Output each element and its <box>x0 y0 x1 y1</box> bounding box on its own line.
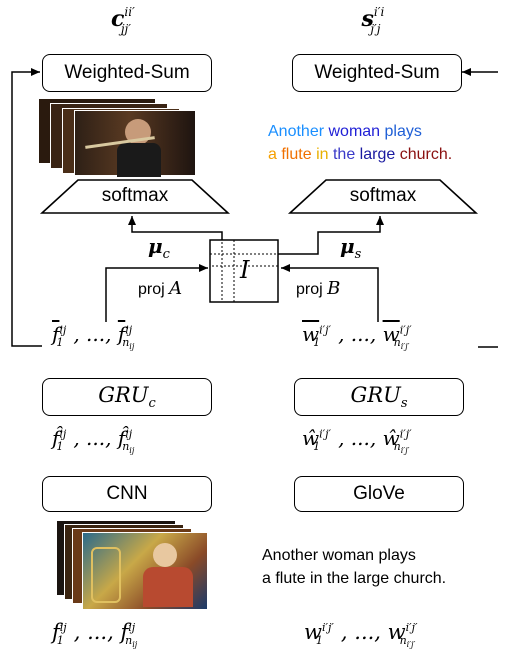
mu-c-label: μc <box>148 234 170 262</box>
gru-s-box: GRUs <box>294 378 464 416</box>
right-weighted-sum-box: Weighted-Sum <box>292 54 462 92</box>
left-weighted-sum-label: Weighted-Sum <box>64 62 190 83</box>
matrix-i-label: I <box>240 256 250 284</box>
right-softmax-shape <box>287 179 479 214</box>
right-weighted-sum-label: Weighted-Sum <box>314 62 440 83</box>
right-softmax-label: softmax <box>349 185 417 206</box>
word-church: church. <box>399 146 453 163</box>
proj-b-arrow <box>281 264 379 322</box>
input-sentence: Another woman plays a flute in the large… <box>262 544 446 590</box>
matrix-column-highlight <box>221 239 235 303</box>
word-a: a <box>268 146 277 163</box>
attention-matrix <box>209 239 279 303</box>
word-large: large <box>359 146 396 163</box>
left-weighted-sum-box: Weighted-Sum <box>42 54 212 92</box>
glove-label: GloVe <box>353 483 405 504</box>
sentence-input-words: wi′j′1, ..., wi′j′ni′j′ <box>304 620 418 650</box>
left-softmax-shape <box>39 179 231 214</box>
left-softmax-label: softmax <box>101 185 169 206</box>
colored-sentence: Another woman plays a flute in the large… <box>268 120 452 166</box>
glove-box: GloVe <box>294 476 464 512</box>
sentence-gru-features: wi′j′1, ..., wi′j′ni′j′ <box>302 322 412 352</box>
output-s-label: si′ij′j <box>361 4 385 37</box>
word-another: Another <box>268 123 325 140</box>
sentence-glove-features: ŵi′j′1, ..., ŵi′j′ni′j′ <box>302 426 412 456</box>
colored-sentence-line-2: a flute in the large church. <box>268 143 452 166</box>
word-the: the <box>332 146 356 163</box>
left-feedback-arrow <box>11 68 42 347</box>
mu-s-arrow <box>272 216 384 255</box>
input-frames-image <box>56 520 216 612</box>
gru-c-label: GRUc <box>98 382 156 412</box>
word-in: in <box>316 146 329 163</box>
colored-sentence-line-1: Another woman plays <box>268 120 452 143</box>
cnn-label: CNN <box>106 483 148 504</box>
proj-a-arrow <box>105 264 208 322</box>
input-sentence-line-1: Another woman plays <box>262 547 416 564</box>
word-flute: flute <box>281 146 312 163</box>
matrix-row-highlight <box>209 253 279 267</box>
video-cnn-features: f̂ij1, ..., f̂ijnij <box>52 426 135 456</box>
video-input-features: fij1, ..., fijnij <box>52 620 138 650</box>
video-gru-features: fij1, ..., fijnij <box>52 322 135 352</box>
gru-s-label: GRUs <box>350 382 408 412</box>
gru-c-box: GRUc <box>42 378 212 416</box>
mu-c-arrow <box>128 216 223 254</box>
video-frames-image <box>38 98 198 177</box>
word-woman: woman <box>328 123 381 140</box>
word-plays: plays <box>384 123 422 140</box>
input-sentence-line-2: a flute in the large church. <box>262 570 447 587</box>
proj-a-label: proj A <box>138 278 183 299</box>
cnn-box: CNN <box>42 476 212 512</box>
output-c-label: cii′jj′ <box>111 4 135 37</box>
mu-s-label: μs <box>340 234 362 262</box>
proj-b-label: proj B <box>296 278 341 299</box>
